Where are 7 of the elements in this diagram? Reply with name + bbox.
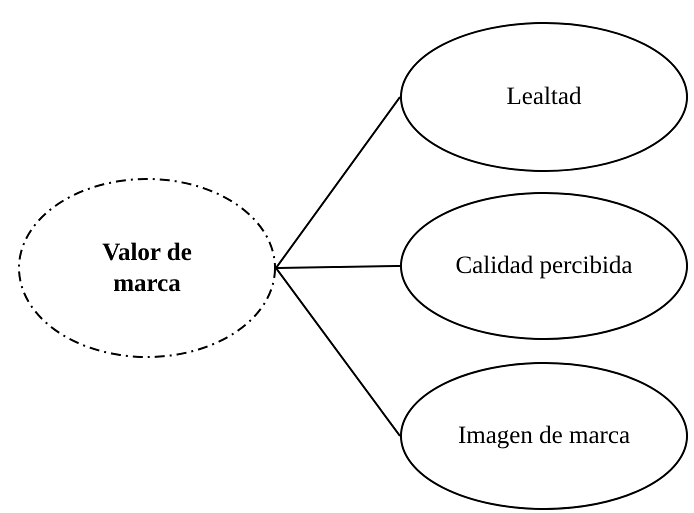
connector-line [275,96,401,269]
node-label: Valor de marca [101,238,193,299]
node-label: Imagen de marca [458,421,630,452]
node-label: Calidad percibida [455,251,632,282]
connector-line [275,267,401,437]
connector-line [276,265,400,269]
node-label: Lealtad [506,82,582,112]
